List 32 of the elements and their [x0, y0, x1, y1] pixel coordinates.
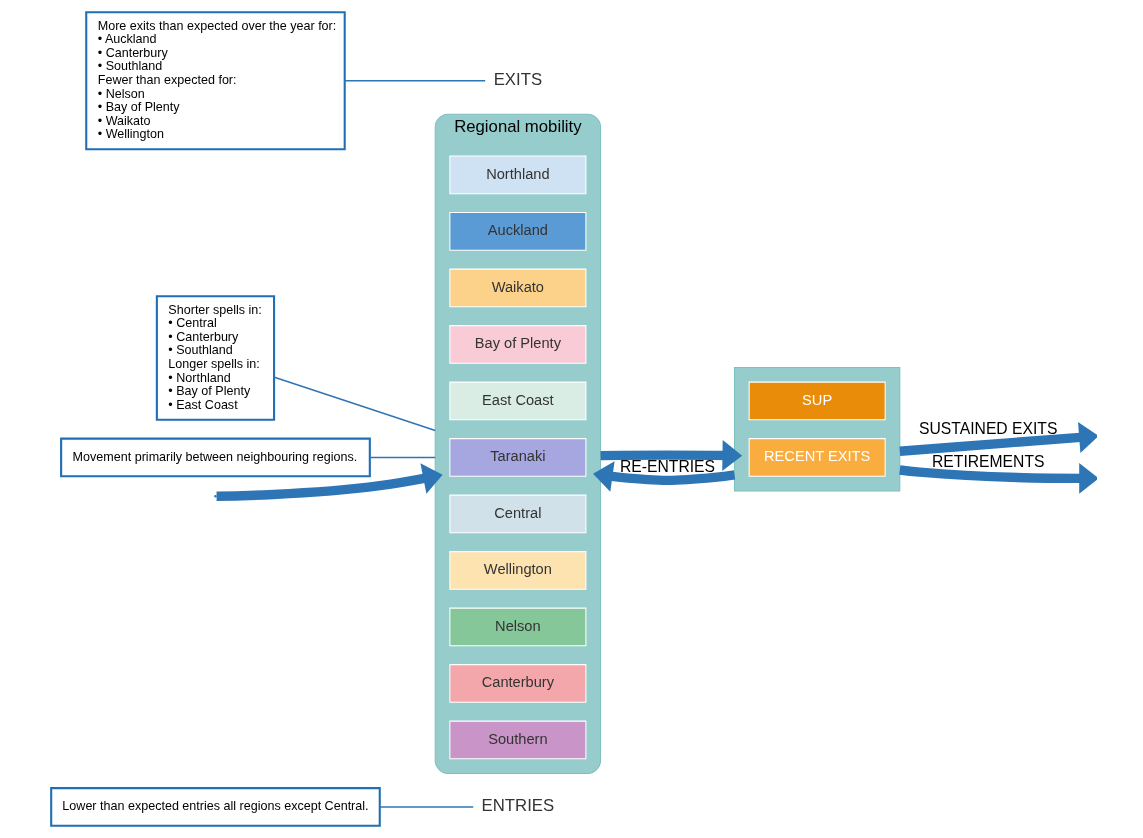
arrow	[216, 463, 443, 501]
arrow	[898, 462, 1097, 494]
node-box: Shorter spells in: • Central • Canterbury • Southland Longer spells in: • Northland • Bay of Plenty • East Coast	[155, 295, 275, 421]
cluster	[733, 366, 900, 492]
node-text: ENTRIES	[481, 795, 554, 815]
connector	[378, 806, 474, 808]
connector	[343, 79, 486, 82]
node-box: Central	[448, 494, 586, 534]
node-box: East Coast	[448, 381, 586, 421]
connector	[273, 376, 436, 432]
node-box: Taranaki	[448, 438, 586, 477]
edge-label: RETIREMENTS	[931, 452, 1044, 470]
node-box: More exits than expected over the year for: • Auckland • Canterbury • Southland Fewer than expected for: • Nelson • Bay of Plenty • Waikato • Wellington	[84, 11, 346, 151]
edge-label: RE-ENTRIES	[619, 458, 715, 476]
node-box: Bay of Plenty	[448, 325, 586, 364]
node-box: Lower than expected entries all regions except Central.	[49, 787, 381, 827]
node-box: Movement primarily between neighbouring regions.	[59, 437, 371, 478]
node-box: Northland	[448, 155, 586, 195]
node-box: Southern	[448, 720, 586, 760]
node-text: EXITS	[493, 69, 542, 89]
node-box: Canterbury	[448, 664, 586, 703]
node-box: Wellington	[448, 551, 586, 590]
node-box: Auckland	[448, 212, 586, 251]
edge-label: SUSTAINED EXITS	[918, 420, 1057, 438]
arrow	[592, 461, 735, 492]
connector	[368, 456, 436, 459]
arrow	[898, 422, 1097, 456]
node-box: Nelson	[448, 607, 586, 647]
node-box: RECENT EXITS	[748, 438, 886, 477]
node-box: SUP	[748, 381, 886, 421]
arrow	[600, 440, 742, 471]
node-box: Waikato	[448, 268, 586, 308]
